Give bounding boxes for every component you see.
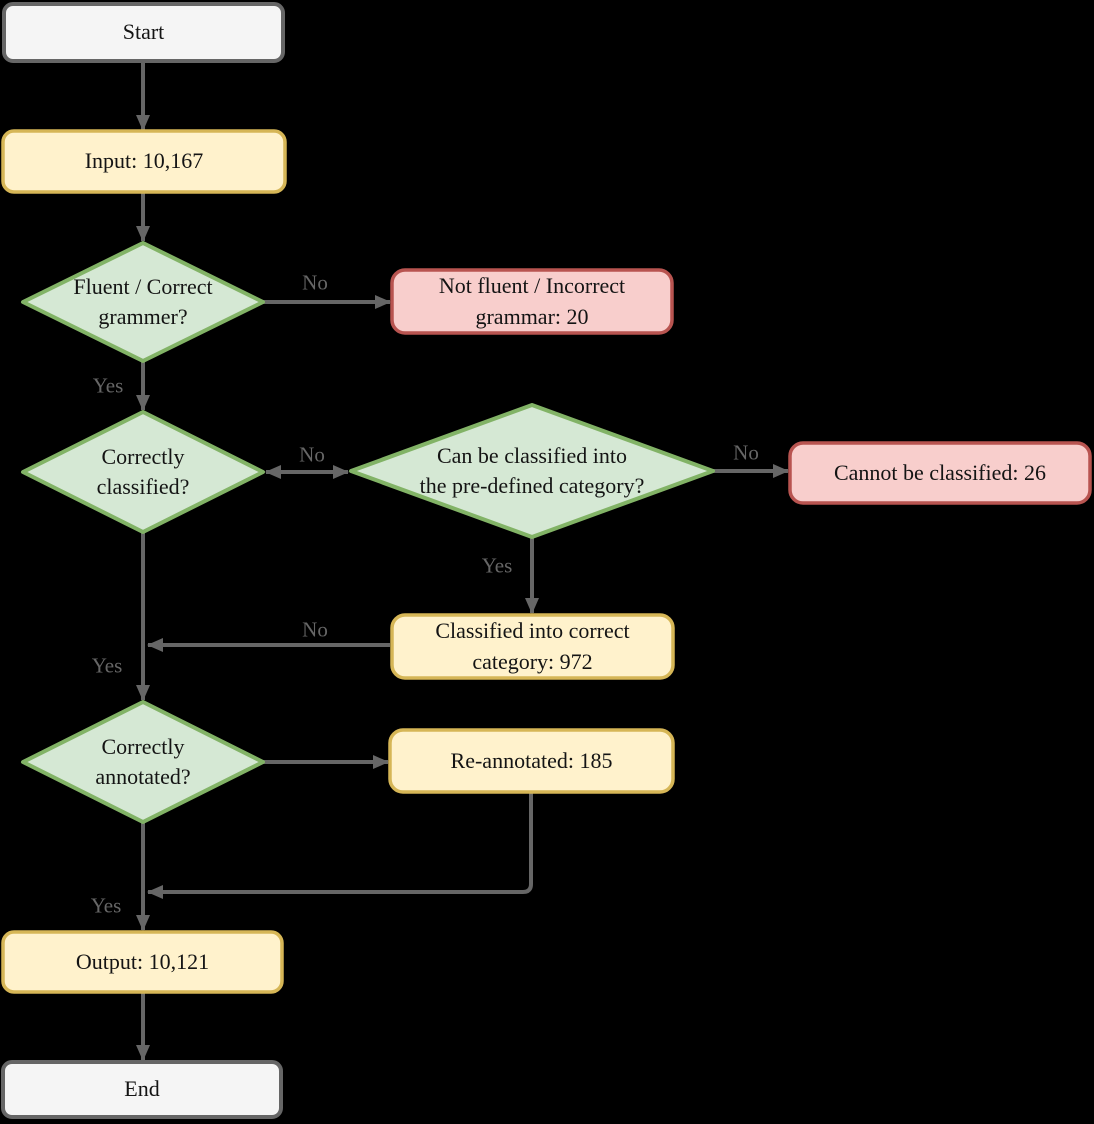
decision-correctly-annotated-shape	[21, 700, 265, 824]
result-cannot-be-classified-shape	[788, 441, 1092, 505]
node-end-shape	[1, 1060, 283, 1119]
node-output-shape	[1, 930, 284, 994]
decision-can-be-classified-shape	[349, 403, 715, 539]
edge-re-annotated-merge-left	[147, 792, 533, 899]
decision-fluent-grammar-shape	[21, 241, 265, 363]
result-classified-correct-category-shape	[390, 613, 675, 680]
result-re-annotated-shape	[388, 728, 675, 794]
decision-correctly-classified-shape	[21, 410, 265, 534]
node-input-shape	[1, 129, 287, 194]
result-not-fluent-shape	[390, 268, 674, 335]
node-start-shape	[2, 2, 285, 63]
edges	[136, 62, 789, 1061]
